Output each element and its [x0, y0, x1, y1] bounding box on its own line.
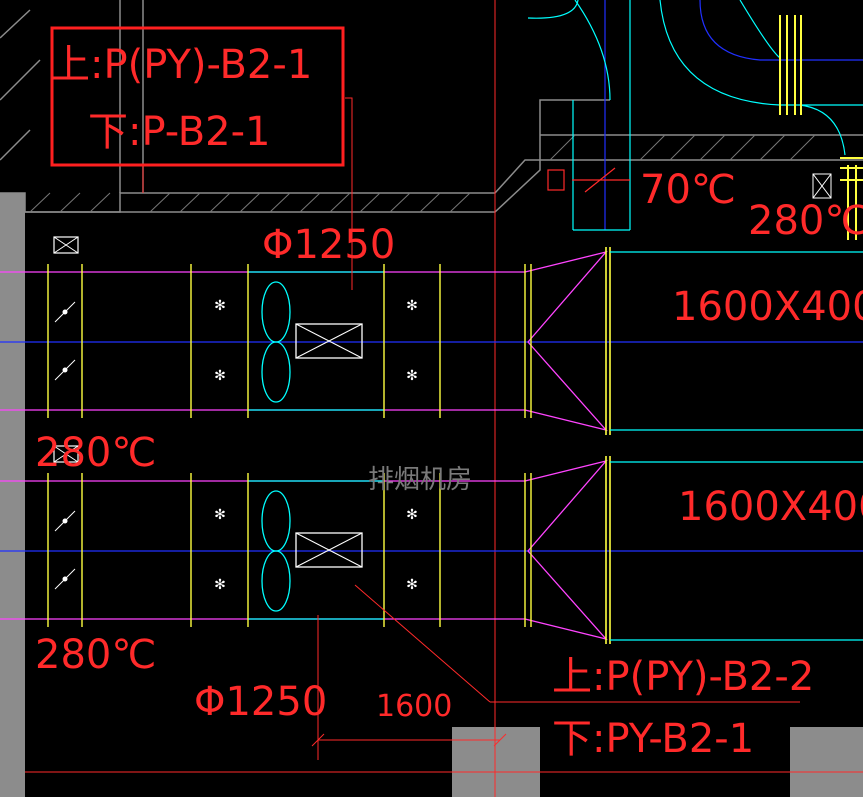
wall-column-left — [0, 193, 25, 797]
fan-impeller-icon — [261, 550, 291, 612]
isolator-icon: ✻ — [406, 368, 418, 384]
callout-bottom-down: 下:PY-B2-1 — [552, 716, 754, 762]
room-label: 排烟机房 — [368, 465, 472, 495]
callout-top-up: 上:P(PY)-B2-1 — [50, 42, 312, 88]
duct-size-top: 1600X400 — [672, 284, 863, 330]
riser-damper — [779, 15, 863, 240]
motor-box-icon — [295, 532, 363, 568]
callout-bottom-up: 上:P(PY)-B2-2 — [552, 654, 814, 700]
leader-lines — [142, 97, 800, 703]
callout-highlight-box — [50, 26, 345, 167]
isolator-icon: ✻ — [214, 368, 226, 384]
fan-unit-1: ✻ ✻ ✻ ✻ — [0, 236, 611, 435]
fire-damper-icon — [53, 236, 79, 254]
temp-label-280-right: 280℃ — [748, 198, 863, 244]
isolator-icon: ✻ — [406, 507, 418, 523]
dimension-label: 1600 — [376, 689, 452, 724]
temp-label-280-left-bottom: 280℃ — [35, 632, 156, 678]
diameter-label-bottom: Φ1250 — [194, 679, 327, 725]
damper-symbol-right — [812, 173, 832, 199]
dimension-line — [311, 615, 507, 760]
outlet-duct-top — [610, 251, 863, 431]
callout-top-down: 下:P-B2-1 — [88, 109, 271, 155]
fan-impeller-icon — [261, 490, 291, 552]
fire-damper-icon — [53, 236, 79, 254]
riser-duct — [527, 0, 863, 231]
fan-units: ✻ ✻ ✻ ✻ ✻ ✻ ✻ ✻ — [0, 236, 611, 644]
wall-hatch — [29, 134, 816, 213]
fan-unit-2: ✻ ✻ ✻ ✻ — [0, 445, 611, 644]
temp-label-280-left-top: 280℃ — [35, 430, 156, 476]
isolator-icon: ✻ — [406, 298, 418, 314]
outlet-duct-bottom — [610, 461, 863, 641]
motor-box-icon — [295, 532, 363, 568]
damper-symbol-70 — [547, 167, 630, 193]
valve-pivot — [62, 576, 68, 582]
fan-impeller-icon — [261, 281, 291, 343]
wall-lines — [0, 0, 863, 213]
axis-lines-red — [25, 0, 863, 797]
fire-damper-icon — [53, 445, 79, 463]
valve-pivot — [62, 367, 68, 373]
fan-impeller-icon — [261, 341, 291, 403]
wall-block-bottom — [452, 727, 540, 797]
valve-pivot — [62, 518, 68, 524]
isolator-icon: ✻ — [214, 507, 226, 523]
transition-piece — [524, 250, 608, 432]
motor-box-icon — [295, 323, 363, 359]
isolator-icon: ✻ — [214, 298, 226, 314]
fire-damper-icon — [53, 445, 79, 463]
transition-piece — [524, 459, 608, 641]
duct-size-bottom: 1600X400 — [678, 484, 863, 530]
isolator-icon: ✻ — [406, 577, 418, 593]
isolator-icon: ✻ — [214, 577, 226, 593]
diameter-label-top: Φ1250 — [262, 222, 395, 268]
temp-label-70: 70℃ — [640, 167, 736, 213]
wall-block-bottom-right — [790, 727, 863, 797]
motor-box-icon — [295, 323, 363, 359]
valve-pivot — [62, 309, 68, 315]
center-lines — [0, 0, 863, 552]
